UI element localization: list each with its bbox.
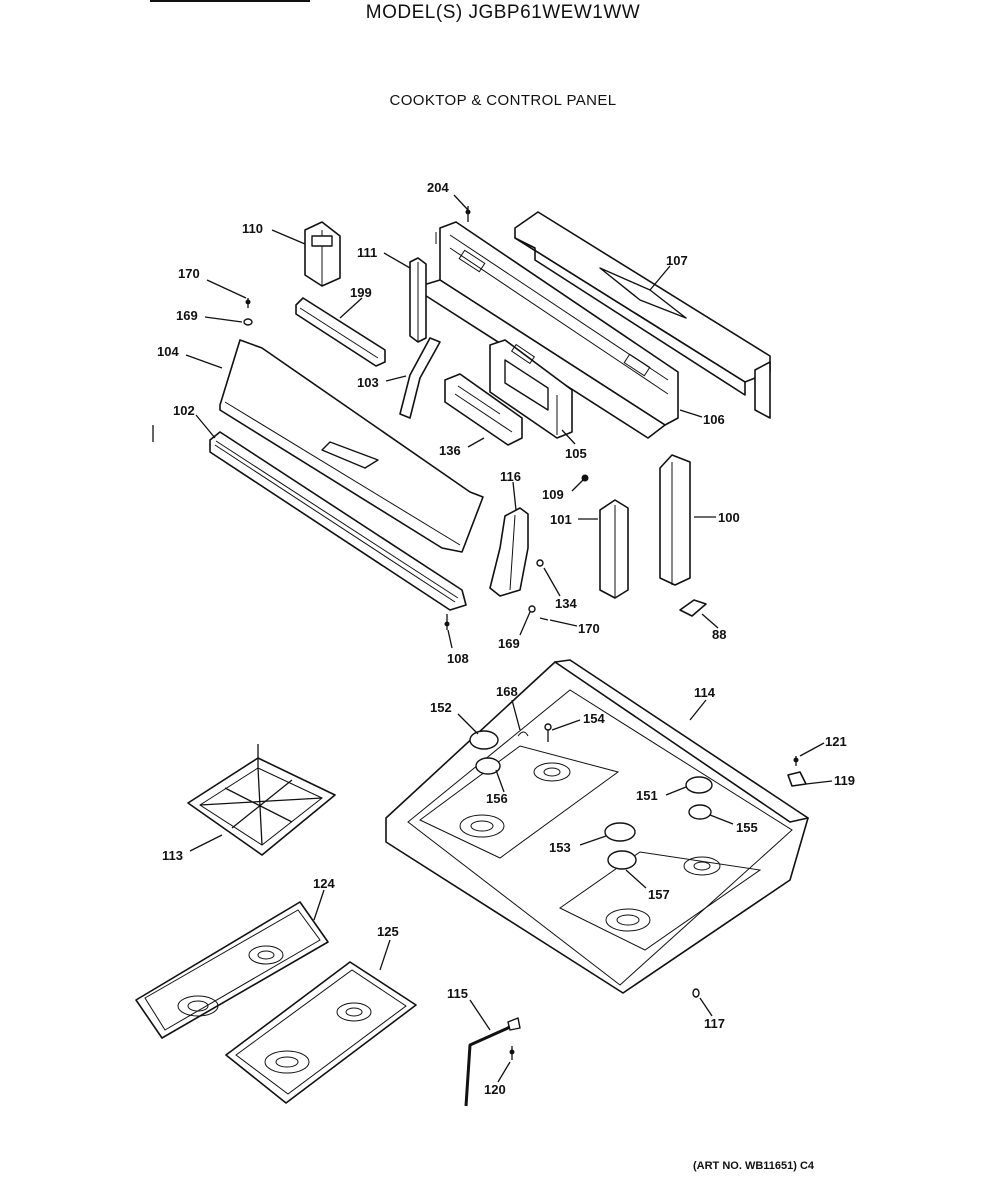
callout-169: 169 xyxy=(176,308,198,323)
part-199-bar xyxy=(295,297,386,367)
callout-107: 107 xyxy=(666,253,688,268)
part-105-electronic-control xyxy=(489,339,573,439)
callout-156: 156 xyxy=(486,791,508,806)
callout-100: 100 xyxy=(718,510,740,525)
part-106-backguard xyxy=(419,221,679,439)
callout-157: 157 xyxy=(648,887,670,902)
part-115-tube xyxy=(464,1017,521,1107)
part-103-strap xyxy=(399,337,441,419)
part-113-grate xyxy=(187,744,336,856)
callout-111: 111 xyxy=(357,245,377,260)
callout-113: 113 xyxy=(162,848,183,863)
callout-121: 121 xyxy=(825,734,847,749)
callout-106: 106 xyxy=(703,412,725,427)
callout-136: 136 xyxy=(439,443,461,458)
callout-105: 105 xyxy=(565,446,587,461)
callout-170: 170 xyxy=(178,266,200,281)
callout-124: 124 xyxy=(313,876,335,891)
leader-lines xyxy=(185,194,833,1083)
callout-101: 101 xyxy=(550,512,572,527)
callout-170-lower: 170 xyxy=(578,621,600,636)
callout-119: 119 xyxy=(834,773,855,788)
callout-102: 102 xyxy=(173,403,195,418)
callout-152: 152 xyxy=(430,700,452,715)
callout-168: 168 xyxy=(496,684,518,699)
part-101-side-bracket xyxy=(599,499,629,599)
callout-109: 109 xyxy=(542,487,564,502)
part-108-screw xyxy=(444,614,450,630)
callout-199: 199 xyxy=(350,285,372,300)
callout-120: 120 xyxy=(484,1082,506,1097)
callout-134: 134 xyxy=(555,596,577,611)
part-100-end-panel xyxy=(659,454,691,586)
small-fasteners xyxy=(243,298,589,621)
part-124-drip-pan xyxy=(135,901,329,1039)
callout-108: 108 xyxy=(447,651,469,666)
callout-114: 114 xyxy=(694,685,716,700)
part-125-drip-pan xyxy=(225,961,417,1104)
callout-110: 110 xyxy=(242,221,263,236)
callout-153: 153 xyxy=(549,840,571,855)
callout-169-lower: 169 xyxy=(498,636,520,651)
part-102-trim xyxy=(209,431,467,611)
callout-155: 155 xyxy=(736,820,758,835)
part-136-control-overlay xyxy=(444,373,523,446)
part-107-rear-panel xyxy=(514,211,771,419)
callout-151: 151 xyxy=(636,788,658,803)
part-116-end-cap xyxy=(489,507,529,597)
section-title: COOKTOP & CONTROL PANEL xyxy=(389,92,617,109)
model-title: MODEL(S) JGBP61WEW1WW xyxy=(365,2,641,23)
callout-116: 116 xyxy=(500,469,521,484)
callout-88: 88 xyxy=(712,627,726,642)
callout-125: 125 xyxy=(377,924,399,939)
part-111-bracket xyxy=(409,257,427,343)
callout-154: 154 xyxy=(583,711,605,726)
callout-115: 115 xyxy=(447,986,468,1001)
part-119-121 xyxy=(787,756,807,787)
part-88-clip xyxy=(679,599,707,617)
callout-117: 117 xyxy=(704,1016,725,1031)
callout-204: 204 xyxy=(427,180,449,195)
part-104-panel xyxy=(219,339,484,553)
callout-labels: 204 110 111 107 170 199 169 104 103 106 … xyxy=(157,180,855,1097)
header-rule xyxy=(150,0,310,2)
art-number: (ART NO. WB11651) C4 xyxy=(693,1160,815,1172)
part-110-switch xyxy=(304,221,341,287)
callout-103: 103 xyxy=(357,375,379,390)
part-117-grommet xyxy=(692,988,700,998)
burner-caps-and-heads xyxy=(469,723,713,870)
callout-104: 104 xyxy=(157,344,179,359)
